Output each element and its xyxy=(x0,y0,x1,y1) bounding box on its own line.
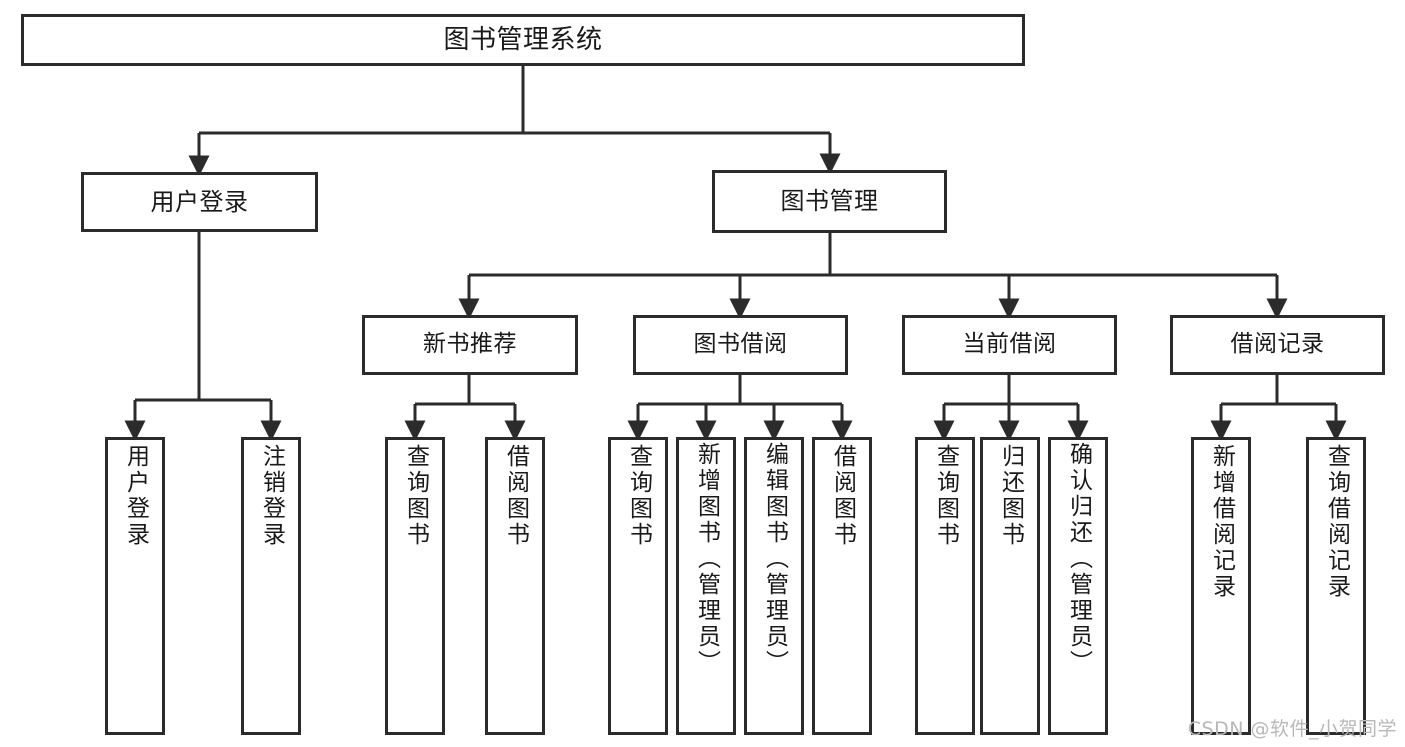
leaf-borrow-record-query-record-label: 查询借阅记录 xyxy=(1323,444,1350,600)
leaf-current-borrow-return-book[interactable]: 归还图书 xyxy=(980,437,1040,735)
leaf-borrow-record-query-record[interactable]: 查询借阅记录 xyxy=(1306,437,1366,735)
leaf-book-borrow-edit-book-admin[interactable]: 编辑图书（管理员） xyxy=(744,437,804,735)
node-borrow-record-label: 借阅记录 xyxy=(1230,331,1325,358)
leaf-new-book-borrow-book-label: 借阅图书 xyxy=(502,444,529,548)
node-current-borrow[interactable]: 当前借阅 xyxy=(902,315,1117,375)
leaf-current-borrow-query-book-label: 查询图书 xyxy=(932,444,959,548)
node-borrow-record[interactable]: 借阅记录 xyxy=(1170,315,1385,375)
leaf-current-borrow-return-book-label: 归还图书 xyxy=(997,444,1024,548)
node-book-borrow-label: 图书借阅 xyxy=(693,331,788,358)
leaf-book-borrow-query-book-label: 查询图书 xyxy=(625,444,652,548)
leaf-user-login-signin[interactable]: 用户登录 xyxy=(105,437,165,735)
leaf-current-borrow-query-book[interactable]: 查询图书 xyxy=(915,437,975,735)
leaf-book-borrow-add-book-admin-label: 新增图书（管理员） xyxy=(693,442,720,676)
leaf-new-book-query-book-label: 查询图书 xyxy=(402,444,429,548)
leaf-borrow-record-add-record-label: 新增借阅记录 xyxy=(1208,444,1235,600)
csdn-watermark: CSDN @软件_小贺同学 xyxy=(1187,718,1397,740)
leaf-current-borrow-confirm-return-admin-label: 确认归还（管理员） xyxy=(1065,442,1092,676)
leaf-book-borrow-edit-book-admin-label: 编辑图书（管理员） xyxy=(761,442,788,676)
node-user-login-label: 用户登录 xyxy=(150,187,249,216)
node-new-book-recommend-label: 新书推荐 xyxy=(423,331,517,358)
leaf-user-login-signout[interactable]: 注销登录 xyxy=(241,437,301,735)
leaf-book-borrow-add-book-admin[interactable]: 新增图书（管理员） xyxy=(676,437,736,735)
leaf-user-login-signout-label: 注销登录 xyxy=(258,444,285,548)
leaf-book-borrow-borrow-book[interactable]: 借阅图书 xyxy=(812,437,872,735)
leaf-user-login-signin-label: 用户登录 xyxy=(122,444,149,548)
leaf-new-book-query-book[interactable]: 查询图书 xyxy=(385,437,445,735)
node-book-management[interactable]: 图书管理 xyxy=(712,170,947,233)
node-root-label: 图书管理系统 xyxy=(443,24,603,55)
node-book-borrow[interactable]: 图书借阅 xyxy=(633,315,848,375)
node-user-login[interactable]: 用户登录 xyxy=(81,172,318,232)
leaf-new-book-borrow-book[interactable]: 借阅图书 xyxy=(485,437,545,735)
leaf-book-borrow-query-book[interactable]: 查询图书 xyxy=(608,437,668,735)
node-root-book-management-system[interactable]: 图书管理系统 xyxy=(21,14,1025,66)
node-current-borrow-label: 当前借阅 xyxy=(962,331,1057,358)
leaf-book-borrow-borrow-book-label: 借阅图书 xyxy=(829,444,856,548)
leaf-borrow-record-add-record[interactable]: 新增借阅记录 xyxy=(1191,437,1251,735)
node-book-management-label: 图书管理 xyxy=(780,187,879,216)
leaf-current-borrow-confirm-return-admin[interactable]: 确认归还（管理员） xyxy=(1048,437,1108,735)
node-new-book-recommend[interactable]: 新书推荐 xyxy=(362,315,578,375)
